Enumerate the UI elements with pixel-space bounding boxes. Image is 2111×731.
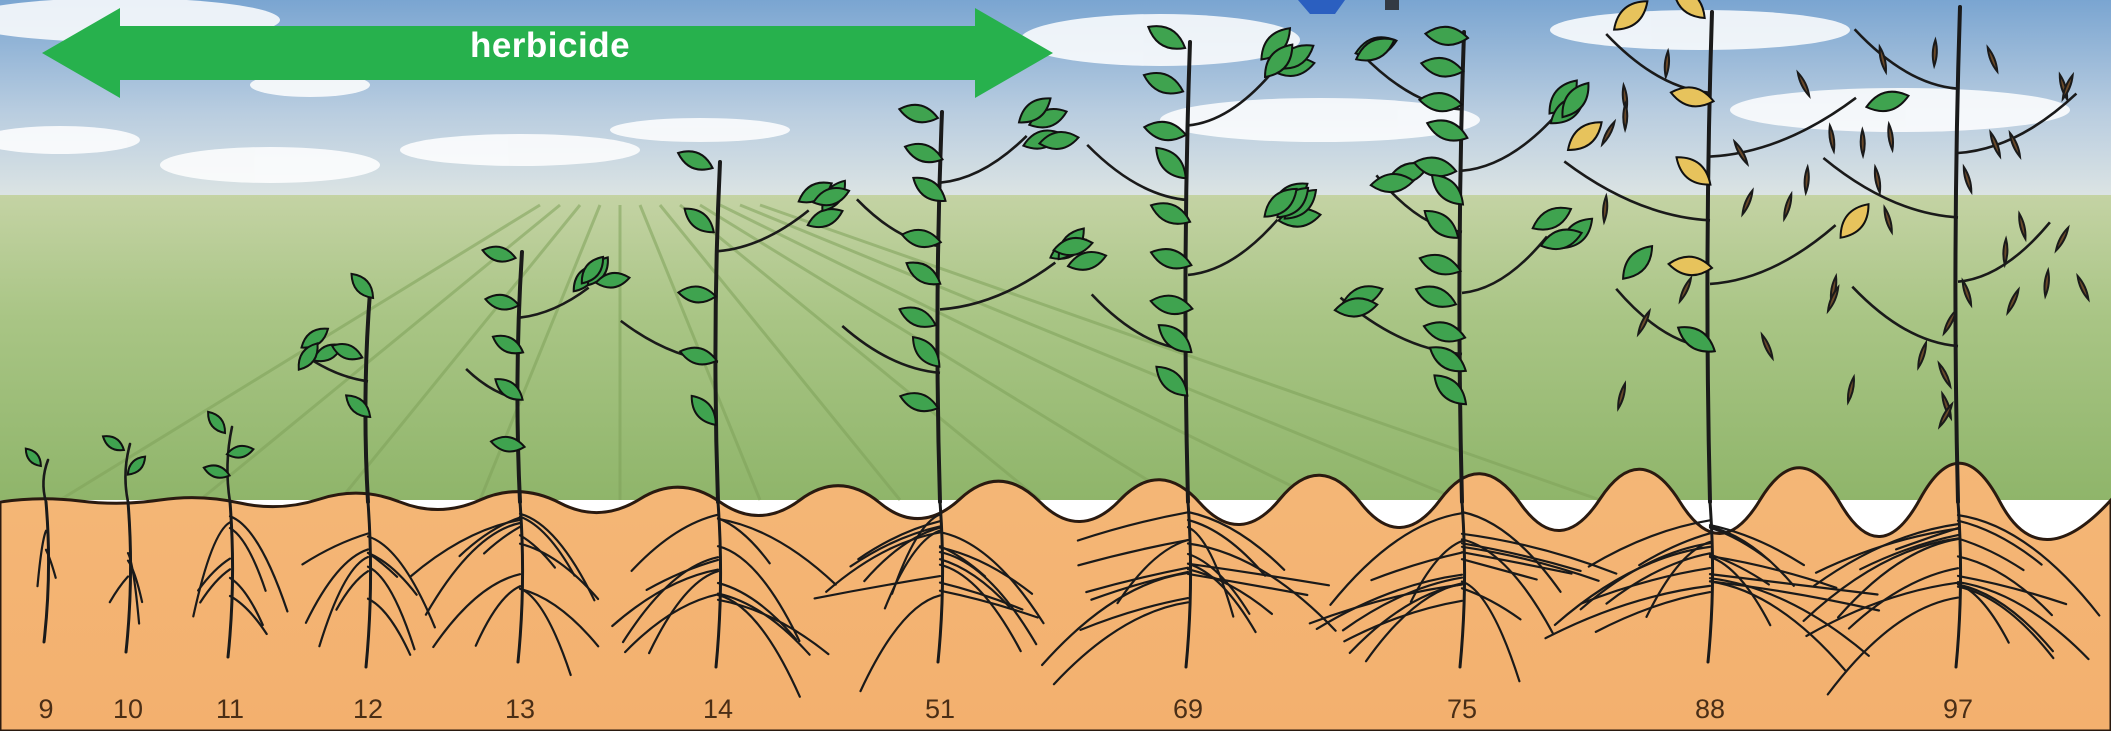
pod [2003, 239, 2007, 265]
stage-label-13: 13 [480, 694, 560, 725]
soil [0, 463, 2111, 731]
stage-label-88: 88 [1670, 694, 1750, 725]
stage-label-10: 10 [88, 694, 168, 725]
herbicide-label: herbicide [400, 26, 700, 66]
stage-label-69: 69 [1148, 694, 1228, 725]
stage-label-51: 51 [900, 694, 980, 725]
pod [1623, 104, 1627, 130]
stage-label-14: 14 [678, 694, 758, 725]
pod [1861, 130, 1865, 156]
stage-label-75: 75 [1422, 694, 1502, 725]
pod [1933, 40, 1937, 66]
stage-label-12: 12 [328, 694, 408, 725]
stage-label-11: 11 [190, 694, 270, 725]
stage-label-9: 9 [6, 694, 86, 725]
stage-label-97: 97 [1918, 694, 1998, 725]
